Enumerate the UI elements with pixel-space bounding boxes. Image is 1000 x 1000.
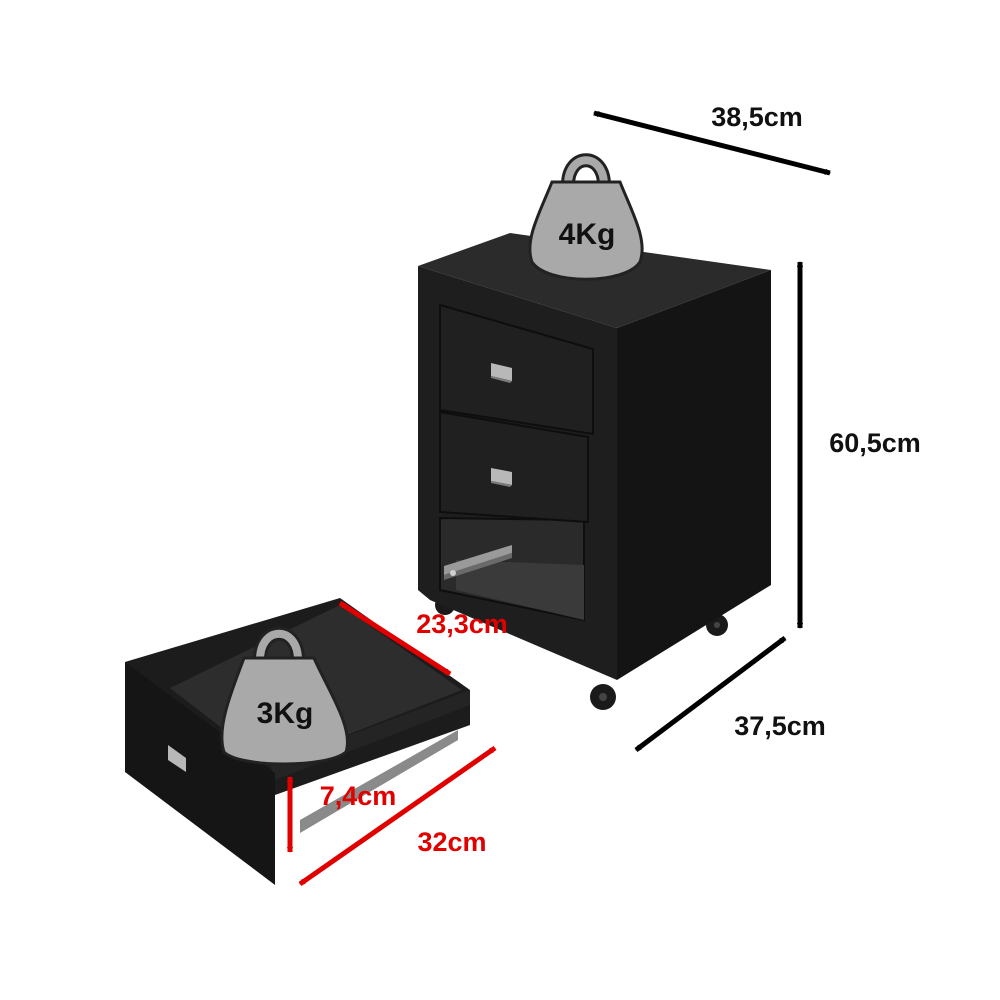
top-depth-arrow bbox=[593, 110, 831, 176]
drawer-inner-depth-arrow bbox=[338, 600, 452, 677]
open-drawer-handle bbox=[168, 745, 186, 772]
drawer-inner-depth-label: 23,3cm bbox=[416, 609, 508, 639]
top-weight-icon: 4Kg bbox=[528, 153, 644, 281]
drawer-slide-rail bbox=[444, 545, 512, 580]
dimension-labels: 38,5cm 60,5cm 37,5cm 23,3cm 7,4cm 32cm bbox=[320, 102, 921, 857]
drawer-length-label: 32cm bbox=[417, 827, 486, 857]
width-arrow bbox=[634, 636, 787, 752]
top-weight-label: 4Kg bbox=[559, 218, 616, 251]
drawer-height-label: 7,4cm bbox=[320, 781, 397, 811]
height-label: 60,5cm bbox=[829, 428, 921, 458]
top-depth-label: 38,5cm bbox=[711, 102, 803, 132]
lower-drawer-front bbox=[439, 410, 589, 524]
drawer-weight-label: 3Kg bbox=[257, 697, 314, 730]
upper-drawer-front bbox=[439, 303, 594, 436]
width-label: 37,5cm bbox=[734, 711, 826, 741]
drawer-front-panel bbox=[125, 662, 275, 885]
drawer-handles bbox=[491, 363, 512, 487]
dimension-arrows bbox=[287, 110, 831, 887]
drawer-weight-icon: 3Kg bbox=[220, 626, 349, 766]
drawer-length-arrow bbox=[298, 745, 497, 887]
cabinet-side bbox=[617, 270, 771, 680]
nightstand-cabinet bbox=[418, 233, 771, 710]
